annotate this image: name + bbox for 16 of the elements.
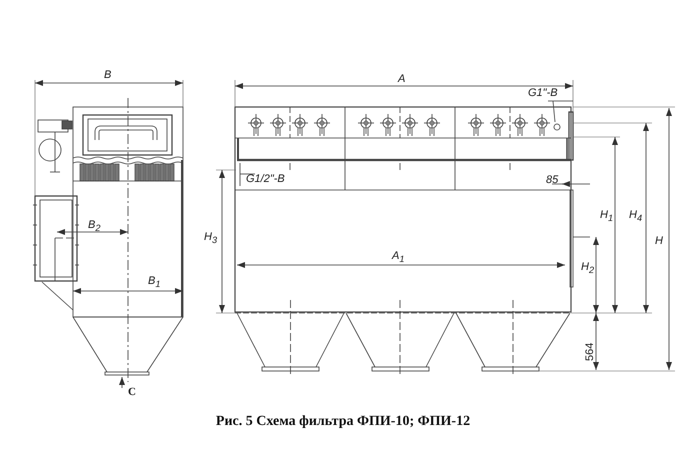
dimension-label: G1/2"-B: [246, 174, 285, 185]
dimension-label: H$_{2}$: [581, 262, 594, 276]
figure-caption: Рис. 5 Схема фильтра ФПИ-10; ФПИ-12: [216, 414, 470, 429]
dimension-label: H$_{3}$: [204, 232, 218, 246]
dimension-value: 564: [585, 342, 596, 361]
dimension-label: B: [104, 70, 112, 81]
dimension-label: 85: [546, 175, 558, 186]
dimension-label: B$_{1}$: [148, 276, 160, 290]
dimension-label: C: [128, 387, 136, 398]
dimension-label: H$_{1}$: [600, 210, 614, 224]
dimension-label: G1"-B: [528, 88, 558, 99]
dimension-label: A$_{1}$: [392, 251, 404, 264]
dimension-label: H$_{4}$: [629, 210, 642, 224]
dimension-label: B$_{2}$: [88, 220, 100, 234]
dimension-label: H: [655, 236, 663, 247]
dimension-label: A: [398, 74, 406, 85]
